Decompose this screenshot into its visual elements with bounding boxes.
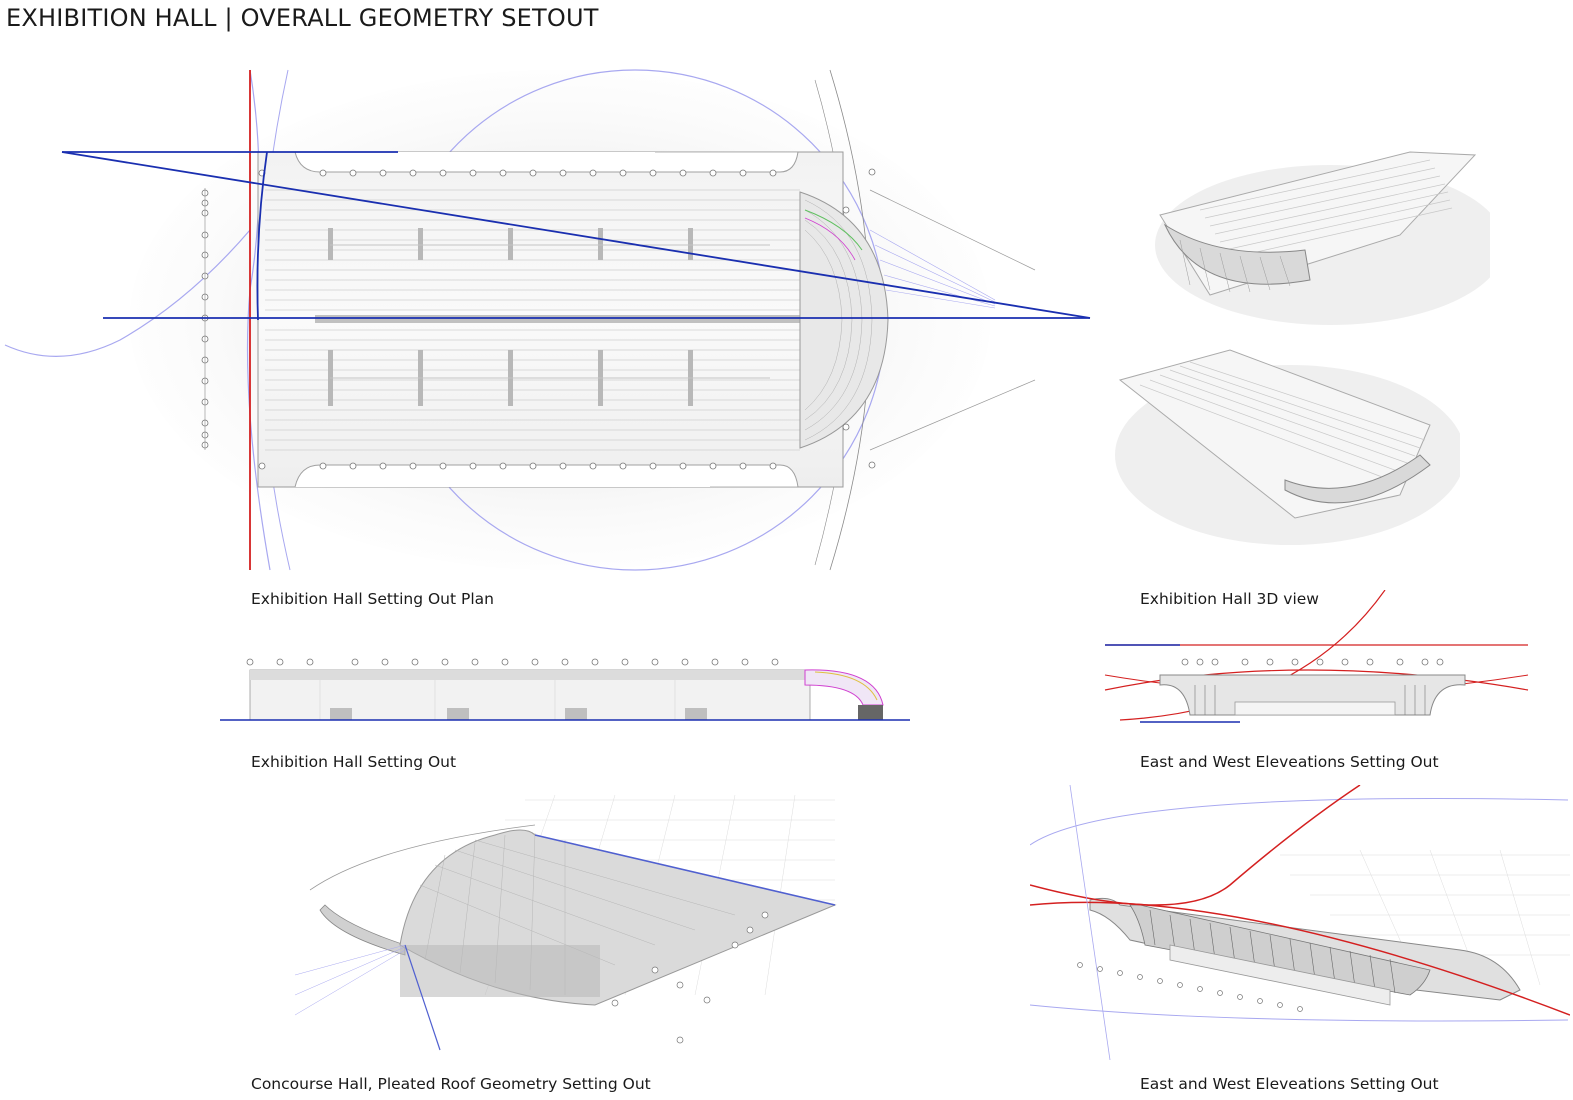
caption-elevations-2: East and West Eleveations Setting Out	[1140, 1075, 1439, 1093]
caption-setting-out: Exhibition Hall Setting Out	[251, 753, 457, 771]
page-title: EXHIBITION HALL | OVERALL GEOMETRY SETOU…	[6, 4, 599, 32]
construction-arc-left	[4, 229, 251, 357]
caption-setting-out-plan: Exhibition Hall Setting Out Plan	[251, 590, 494, 608]
concourse-head-plan	[799, 191, 889, 449]
setout-line-blue-diagonal	[61, 151, 1091, 319]
east-west-elevation-drawing-2	[1030, 785, 1570, 1060]
hall-setting-out-elevation	[215, 650, 915, 725]
concourse-pleated-roof-drawing	[295, 795, 840, 1055]
3d-view-top-render	[1130, 140, 1490, 325]
east-west-elevation-drawing-1	[1100, 590, 1530, 725]
caption-3d-view: Exhibition Hall 3D view	[1140, 590, 1319, 608]
caption-concourse: Concourse Hall, Pleated Roof Geometry Se…	[251, 1075, 651, 1093]
3d-view-bottom-render	[1100, 340, 1460, 555]
setting-out-plan-drawing	[0, 60, 1100, 575]
caption-elevations-1: East and West Eleveations Setting Out	[1140, 753, 1439, 771]
